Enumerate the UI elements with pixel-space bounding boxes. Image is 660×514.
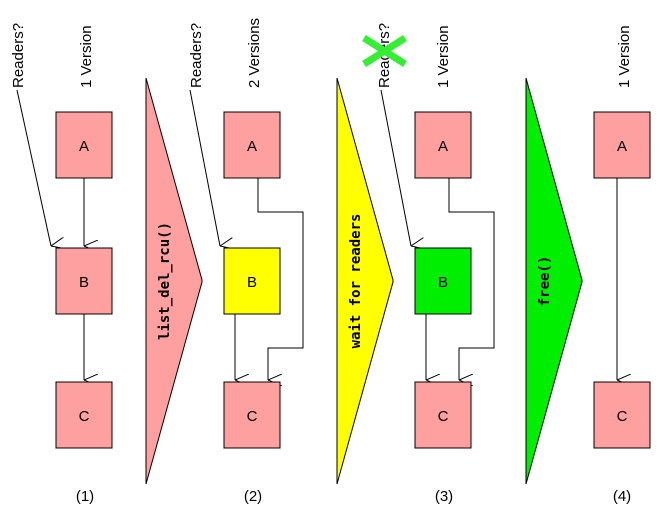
node-b-label: B bbox=[247, 274, 257, 291]
node-c bbox=[414, 381, 472, 449]
node-c-label: C bbox=[79, 408, 90, 425]
transition-arrow-shape bbox=[336, 77, 394, 485]
version-label: 1 Version bbox=[616, 25, 633, 88]
transition-list-del-rcu: list_del_rcu() bbox=[145, 77, 203, 485]
version-label: 1 Version bbox=[435, 25, 452, 88]
node-c-label: C bbox=[438, 408, 449, 425]
version-label: 2 Versions bbox=[246, 18, 263, 88]
node-b-label: B bbox=[79, 274, 89, 291]
node-a-label: A bbox=[438, 138, 448, 155]
a-to-c-arrow bbox=[448, 178, 495, 380]
stage-number: (3) bbox=[435, 488, 453, 505]
readers-pointer-arrow bbox=[16, 89, 51, 246]
stage-number: (2) bbox=[244, 488, 262, 505]
transition-arrow-shape bbox=[525, 77, 583, 485]
version-label: 1 Version bbox=[78, 25, 95, 88]
node-a bbox=[414, 111, 472, 179]
readers-label: Readers? bbox=[188, 23, 205, 88]
stage-1: 1 Version Readers? A B C (1) bbox=[10, 23, 113, 505]
readers-pointer-arrow bbox=[189, 89, 220, 246]
node-b bbox=[55, 247, 113, 315]
node-b bbox=[414, 247, 472, 315]
node-c bbox=[55, 381, 113, 449]
node-a-label: A bbox=[79, 138, 89, 155]
transition-arrow-shape bbox=[145, 77, 203, 485]
node-a bbox=[223, 111, 281, 179]
a-to-c-arrow bbox=[257, 178, 304, 380]
node-b bbox=[223, 247, 281, 315]
transition-label: free() bbox=[537, 256, 553, 307]
node-c bbox=[593, 381, 651, 449]
stage-4: 1 Version A C (4) bbox=[593, 25, 651, 505]
transition-label: list_del_rcu() bbox=[157, 222, 173, 340]
node-c-label: C bbox=[247, 408, 258, 425]
node-b-label: B bbox=[438, 274, 448, 291]
transition-wait-for-readers: wait for readers bbox=[336, 77, 394, 485]
transition-label: wait for readers bbox=[348, 214, 364, 349]
readers-label: Readers? bbox=[376, 23, 393, 88]
readers-pointer-arrow bbox=[380, 89, 411, 246]
stage-number: (1) bbox=[76, 488, 94, 505]
stage-number: (4) bbox=[613, 488, 631, 505]
node-a bbox=[593, 111, 651, 179]
x-mark-icon bbox=[362, 35, 407, 67]
node-c bbox=[223, 381, 281, 449]
transition-free: free() bbox=[525, 77, 583, 485]
stage-3: 1 Version Readers? A B C (3) bbox=[362, 23, 495, 505]
node-a bbox=[55, 111, 113, 179]
readers-label: Readers? bbox=[10, 23, 27, 88]
node-a-label: A bbox=[247, 138, 257, 155]
node-c-label: C bbox=[617, 408, 628, 425]
node-a-label: A bbox=[617, 138, 627, 155]
stage-2: 2 Versions Readers? A B C (2) bbox=[188, 18, 304, 505]
